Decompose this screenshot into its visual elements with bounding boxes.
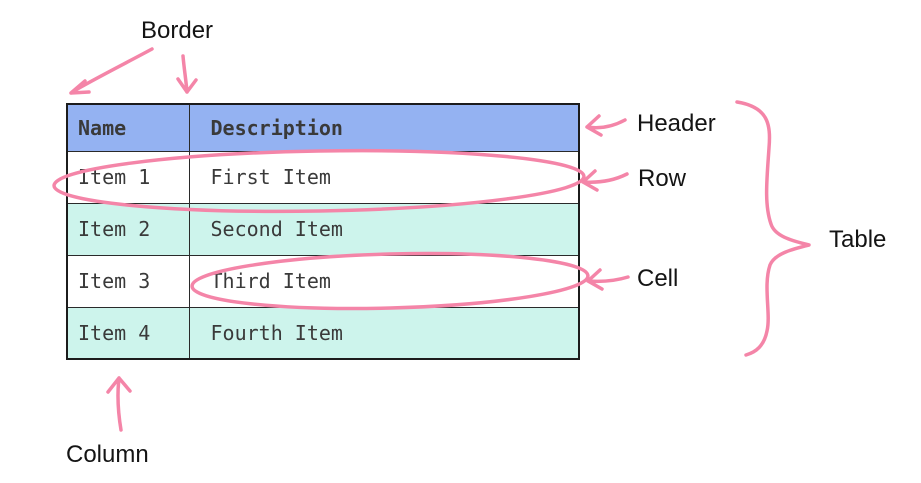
table-row: Item 1 First Item [66,150,580,204]
example-table: Name Description Item 1 First Item Item … [66,103,580,360]
header-arrow-icon [585,114,627,137]
header-cell-name: Name [66,103,190,152]
table-row: Item 3 Third Item [66,254,580,308]
cell-description: Fourth Item [188,306,580,360]
cell-name: Item 2 [66,202,190,256]
table-row: Item 4 Fourth Item [66,306,580,360]
table-brace-icon [735,100,811,357]
header-label: Header [637,110,716,137]
cell-name: Item 3 [66,254,190,308]
cell-arrow-icon [586,268,630,291]
cell-name: Item 4 [66,306,190,360]
border-arrow-left-icon [69,47,154,95]
cell-description: Third Item [188,254,580,308]
border-arrow-right-icon [176,54,198,94]
table-label: Table [829,226,887,253]
row-arrow-icon [581,169,629,192]
row-label: Row [638,165,687,192]
cell-description: Second Item [188,202,580,256]
border-label: Border [141,17,214,44]
cell-name: Item 1 [66,150,190,204]
column-arrow-icon [106,376,132,432]
cell-label: Cell [637,265,679,292]
table-header-row: Name Description [66,103,580,152]
table-row: Item 2 Second Item [66,202,580,256]
column-label: Column [66,441,149,468]
header-cell-description: Description [188,103,580,152]
cell-description: First Item [188,150,580,204]
